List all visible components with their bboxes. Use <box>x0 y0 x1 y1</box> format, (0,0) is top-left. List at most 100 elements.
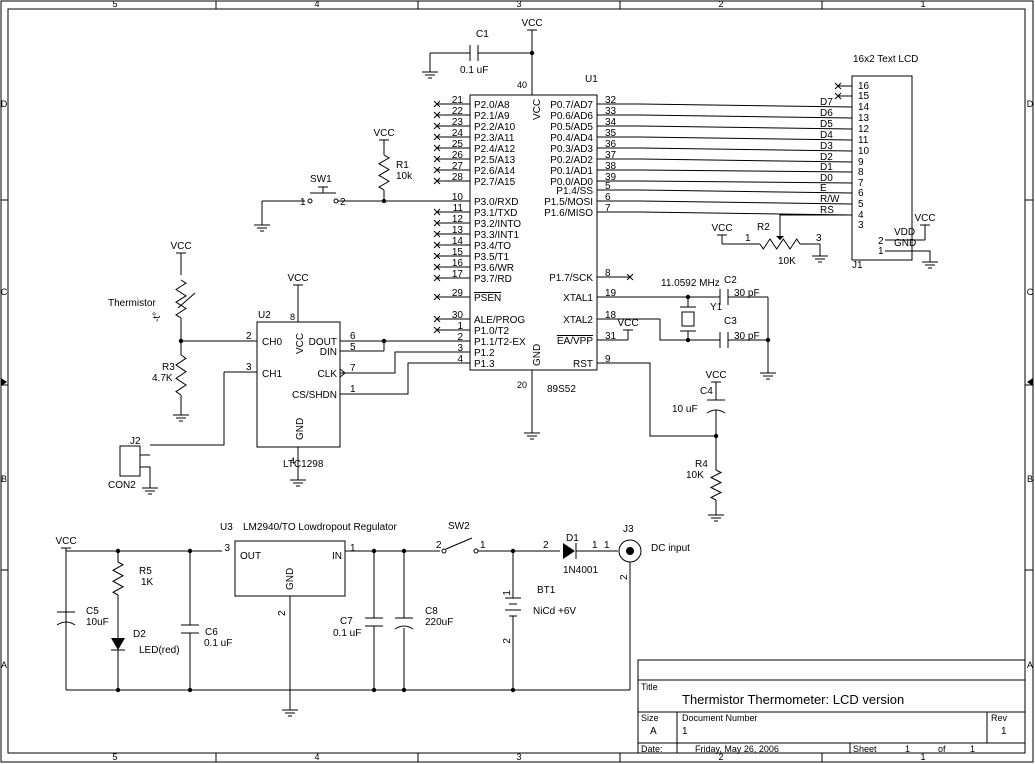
vcc-label: VCC <box>170 241 191 252</box>
zone-row-label: D <box>1027 99 1034 109</box>
pin-num: 19 <box>605 288 617 299</box>
zone-row-label: C <box>1027 287 1034 297</box>
pin-name: P2.7/A15 <box>474 177 516 188</box>
pin-num: 23 <box>452 117 464 128</box>
pin-num: 3 <box>816 233 822 244</box>
pin-num: 7 <box>605 203 611 214</box>
resistor-symbol <box>759 238 801 250</box>
thermistor-label: Thermistor <box>108 298 156 309</box>
capacitor-plate <box>56 621 76 626</box>
vcc-label: VCC <box>711 223 732 234</box>
pin-name: XTAL2 <box>563 315 593 326</box>
pin-num: 7 <box>350 363 356 374</box>
pin-name: P0.7/AD7 <box>550 100 593 111</box>
u3-ref: U3 <box>220 522 233 533</box>
d1-value: 1N4001 <box>563 565 598 576</box>
lcd-pin-num: 16 <box>858 81 870 92</box>
u3-in: IN <box>332 551 342 562</box>
title-block <box>637 659 1026 754</box>
no-connect-x <box>433 230 441 238</box>
vcc-label: VCC <box>617 318 638 329</box>
zone-col-label: 5 <box>112 0 117 9</box>
pin-name: P3.1/TXD <box>474 208 517 219</box>
sheet-arrow <box>1 378 7 386</box>
lcd-ref: J1 <box>852 260 863 271</box>
r3-ref: R3 <box>162 362 175 373</box>
zone-col-label: 1 <box>920 0 925 9</box>
pin-num: 9 <box>605 354 611 365</box>
pin-name: P0.1/AD1 <box>550 166 593 177</box>
wire <box>597 362 716 437</box>
r4-ref: R4 <box>695 459 708 470</box>
pin-name: P3.2/INTO <box>474 219 521 230</box>
u2-cs: CS/SHDN <box>292 390 337 401</box>
r1-ref: R1 <box>396 160 409 171</box>
pin-name: P0.5/AD5 <box>550 122 593 133</box>
c3-value: 30 pF <box>734 331 760 342</box>
lcd-signal: R/W <box>820 194 840 205</box>
resistor-symbol <box>175 354 187 396</box>
lcd-bus-wire <box>597 114 853 119</box>
pin-num: 34 <box>605 117 617 128</box>
pin-name: P1.2 <box>474 348 495 359</box>
no-connect-x <box>626 273 634 281</box>
resistor-symbol <box>175 279 187 319</box>
lcd-bus-wire <box>597 211 853 216</box>
c7-ref: C7 <box>340 616 353 627</box>
zone-row-label: B <box>1 474 7 484</box>
pin-num: 38 <box>605 161 617 172</box>
pin-num: 4 <box>457 354 463 365</box>
pin-name: P3.5/T1 <box>474 252 509 263</box>
lcd-signal: D4 <box>820 130 833 141</box>
lcd-vdd: VDD <box>894 227 915 238</box>
pin-num: 4 <box>290 456 295 466</box>
switch-contact <box>333 198 339 204</box>
pin-num: 3 <box>224 543 230 554</box>
pin-name: P1.7/SCK <box>549 273 593 284</box>
pin-num: 3 <box>246 362 252 373</box>
pin-num: 36 <box>605 139 617 150</box>
pin-num: 1 <box>604 540 610 551</box>
lcd-signal: D7 <box>820 97 833 108</box>
lcd-bus-wire <box>597 189 853 194</box>
pin-num: 24 <box>452 128 464 139</box>
u1-part: 89S52 <box>547 384 576 395</box>
pin-name: P3.7/RD <box>474 274 512 285</box>
pin-num: 14 <box>452 236 464 247</box>
j2-ref: J2 <box>130 436 141 447</box>
c2-ref: C2 <box>724 275 737 286</box>
y1-value: 11.0592 MHz <box>661 278 720 289</box>
tb-date-label: Date: <box>641 744 663 754</box>
no-connect-x <box>433 326 441 334</box>
resistor-symbol <box>111 561 125 596</box>
zone-col-label: 2 <box>718 0 723 9</box>
pin-num: 5 <box>605 181 611 192</box>
lcd-pin-num: 14 <box>858 102 870 113</box>
c4-ref: C4 <box>700 386 713 397</box>
no-connect-x <box>433 144 441 152</box>
sw2-ref: SW2 <box>448 521 470 532</box>
c5-value: 10uF <box>86 617 109 628</box>
pin-num: 40 <box>517 80 527 90</box>
pin-num: 27 <box>452 161 464 172</box>
pin-name: P3.0/RXD <box>474 197 518 208</box>
diode-symbol <box>563 543 575 559</box>
pin-name: P1.3 <box>474 359 495 370</box>
tb-rev-label: Rev <box>991 713 1008 723</box>
tb-title: Thermistor Thermometer: LCD version <box>682 692 904 707</box>
pin-num: 13 <box>452 225 464 236</box>
r5-ref: R5 <box>139 566 152 577</box>
no-connect-x <box>433 252 441 260</box>
u1-body <box>469 94 598 371</box>
junction-dot <box>187 687 193 693</box>
y1-ref: Y1 <box>710 302 723 313</box>
bt1-value: NiCd +6V <box>533 606 576 617</box>
sheet-arrow <box>1027 378 1033 386</box>
wire <box>140 466 151 488</box>
tb-title-label: Title <box>641 682 658 692</box>
junction-dot <box>529 50 535 56</box>
pin-name: P1.0/T2 <box>474 326 509 337</box>
pin-name: P1.5/MOSI <box>544 197 593 208</box>
pin-num: 8 <box>290 312 295 322</box>
